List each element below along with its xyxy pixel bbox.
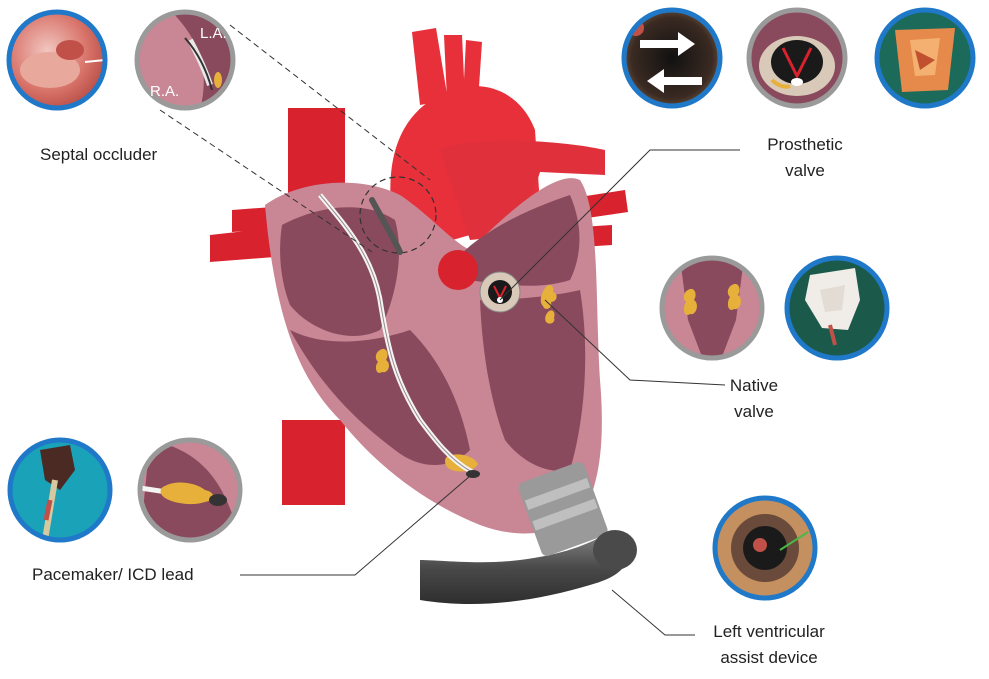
aortic-branch-2 [444, 35, 465, 100]
lvad-photo [712, 495, 818, 601]
inferior-vena-cava [282, 420, 345, 505]
prosthetic-valve-schematic [746, 7, 848, 109]
lvad-line-1: Left ventricular [713, 622, 825, 641]
lvad-label: Left ventricular assist device [694, 619, 844, 671]
native-valve-schematic [659, 255, 765, 361]
ra-tag: R.A. [150, 83, 179, 100]
aortic-root [438, 250, 478, 290]
native-callout-line [544, 299, 726, 386]
heart-illustration [210, 28, 628, 534]
la-tag: L.A. [200, 25, 227, 42]
left-ventricle [480, 290, 586, 471]
lvad-tube [420, 530, 630, 605]
aortic-branch-3 [463, 40, 482, 102]
lvad-device [420, 462, 637, 605]
septal-dashed-line-2 [229, 24, 431, 181]
pacemaker-lead-label: Pacemaker/ ICD lead [32, 562, 194, 588]
septal-dashed-line-1 [159, 109, 373, 253]
septal-occluder-schematic: L.A. R.A. [134, 9, 236, 111]
septal-occluder-device [369, 197, 403, 255]
native-valve-line-2: valve [734, 402, 774, 421]
lvad-cannula-ring-1 [524, 477, 591, 510]
lvad-cannula-ring-2 [532, 498, 598, 531]
pacemaker-lead-outline [319, 194, 473, 473]
pulmonary-artery [440, 140, 605, 240]
lead-vegetation [375, 348, 389, 373]
septal-occluder-text: Septal occluder [40, 145, 158, 164]
prosthetic-valve-line-2: valve [785, 161, 825, 180]
pacemaker-callout-line [240, 475, 471, 576]
pacemaker-lead-text: Pacemaker/ ICD lead [32, 565, 194, 584]
prosthetic-valve-photo [621, 7, 723, 109]
prosthetic-valve-explant-photo [874, 7, 976, 109]
native-valve-vegetation-2 [545, 310, 555, 324]
callout-lines [159, 24, 740, 636]
prosthetic-valve-line-1: Prosthetic [767, 135, 843, 154]
septal-region-marker [359, 176, 437, 254]
lvad-pump-connector [593, 530, 637, 570]
lvad-line-2: assist device [720, 648, 818, 667]
pacemaker-lead-photo [7, 437, 113, 543]
native-valve-label: Native valve [714, 373, 794, 425]
native-valve-photo [784, 255, 890, 361]
prosthetic-valve-marker [479, 271, 521, 313]
right-ventricle [290, 330, 470, 465]
lvad-callout-line [611, 589, 695, 636]
septal-occluder-photo [6, 9, 108, 111]
prosthetic-valve-label: Prosthetic valve [750, 132, 860, 184]
left-atrium [460, 195, 580, 286]
aortic-branch-1 [412, 28, 448, 105]
septal-occluder-label: Septal occluder [40, 142, 157, 168]
native-valve-vegetation [540, 285, 557, 309]
lead-tip [466, 470, 480, 478]
native-valve-line-1: Native [729, 376, 779, 395]
prosthetic-callout-line [499, 149, 740, 301]
pacemaker-lead-schematic [137, 437, 243, 543]
